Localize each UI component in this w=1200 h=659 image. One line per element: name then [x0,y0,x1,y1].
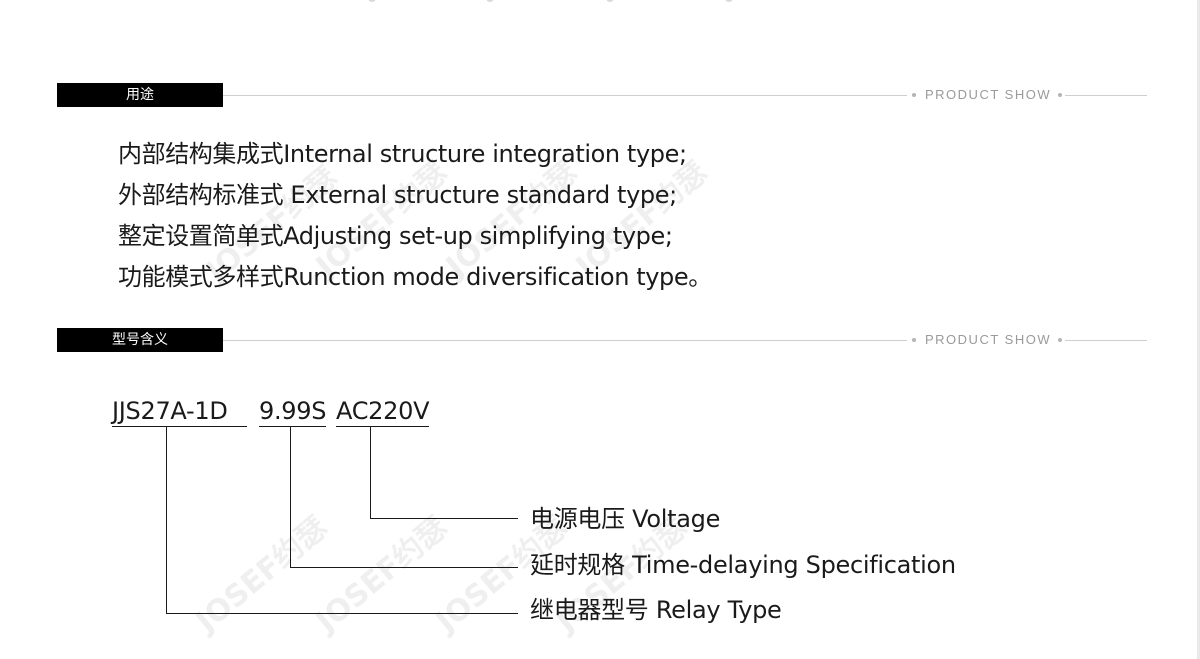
section-tag: 用途 [57,83,223,107]
decor-dot [1058,338,1062,342]
section-divider [223,95,907,96]
decor-dot [486,0,494,2]
section-divider-right [1065,340,1147,341]
scrollbar-track[interactable] [1197,0,1200,659]
feature-item: 功能模式多样式Runction mode diversification typ… [118,263,712,291]
watermark: JOSEF约瑟 [189,510,335,640]
meaning-relay-type: 继电器型号 Relay Type [530,596,782,624]
decor-dot [606,0,614,2]
connector-voltage-h [370,518,518,519]
feature-item: 内部结构集成式Internal structure integration ty… [118,140,687,168]
decor-dot [1058,93,1062,97]
product-show-label: PRODUCT SHOW [925,87,1052,102]
top-decor-dots [0,0,1200,2]
decor-dot [368,0,376,2]
feature-list: 内部结构集成式Internal structure integration ty… [118,134,712,298]
product-show-label: PRODUCT SHOW [925,332,1052,347]
connector-relay-type-h [166,613,518,614]
decor-dot [912,93,916,97]
connector-voltage [370,427,371,518]
section-divider [223,340,907,341]
feature-item: 整定设置简单式Adjusting set-up simplifying type… [118,222,673,250]
underline [259,426,326,427]
connector-time-delay [290,427,291,568]
underline [336,426,429,427]
feature-item: 外部结构标准式 External structure standard type… [118,181,677,209]
meaning-time-delay: 延时规格 Time-delaying Specification [530,551,956,579]
connector-relay-type [166,427,167,613]
meaning-voltage: 电源电压 Voltage [530,505,721,533]
decor-dot [725,0,733,2]
watermark: JOSEF约瑟 [309,510,455,640]
section-divider-right [1065,95,1147,96]
connector-time-delay-h [290,567,518,568]
model-part-voltage: AC220V [336,397,430,425]
section-header-model-meaning: 型号含义 PRODUCT SHOW [57,328,1147,352]
section-tag: 型号含义 [57,328,223,352]
model-part-relay-type: JJS27A-1D [112,397,228,425]
model-part-time-delay: 9.99S [259,397,327,425]
decor-dot [912,338,916,342]
section-header-usage: 用途 PRODUCT SHOW [57,83,1147,107]
underline [112,426,247,427]
